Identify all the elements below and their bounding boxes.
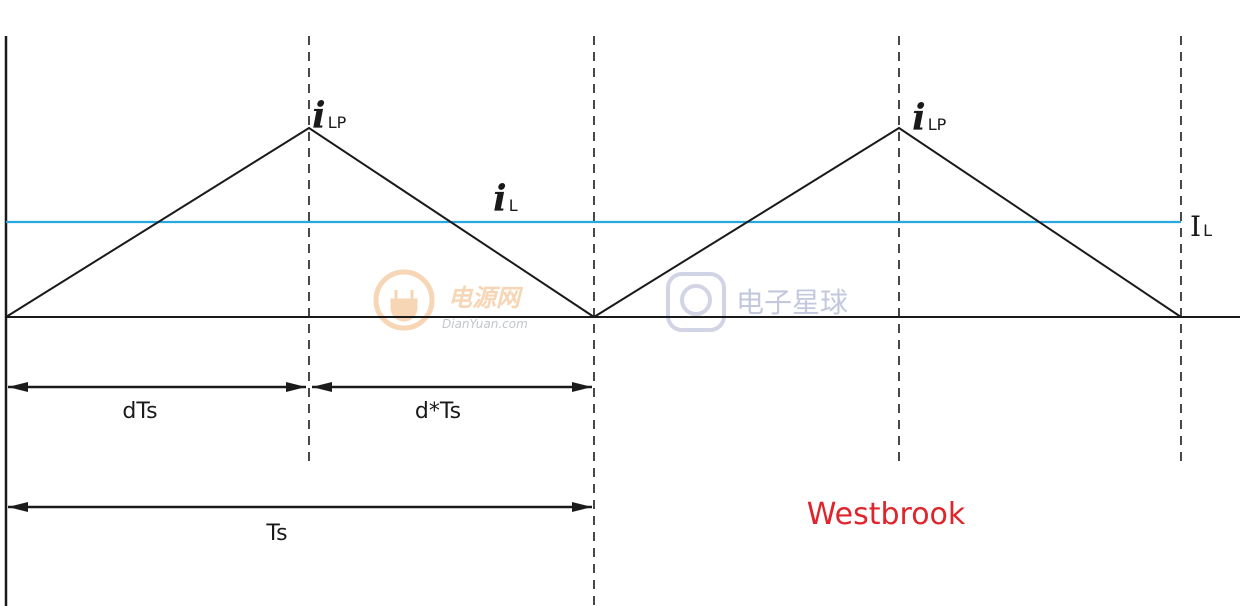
- period-label: Ts: [265, 521, 287, 546]
- robot-face-icon: [680, 284, 712, 316]
- dashed-guides: [308, 36, 1182, 606]
- plug-icon: [390, 290, 418, 322]
- dianyuan-logo-icon: [373, 269, 435, 331]
- robot-logo-icon: [666, 272, 726, 332]
- rise-interval-label: dTs: [122, 399, 157, 424]
- author-signature: Westbrook: [807, 497, 966, 532]
- dianyuan-watermark-url: DianYuan.com: [442, 317, 528, 331]
- dianzi-xingqiu-watermark: 电子星球: [666, 272, 848, 332]
- dianzi-watermark-name: 电子星球: [736, 286, 848, 319]
- fall-interval-label: d*Ts: [415, 399, 461, 424]
- inductor-current-triangle-wave: [5, 126, 1182, 319]
- dianyuan-watermark-name: 电源网: [448, 284, 524, 312]
- dianyuan-watermark: 电源网 DianYuan.com: [373, 269, 528, 331]
